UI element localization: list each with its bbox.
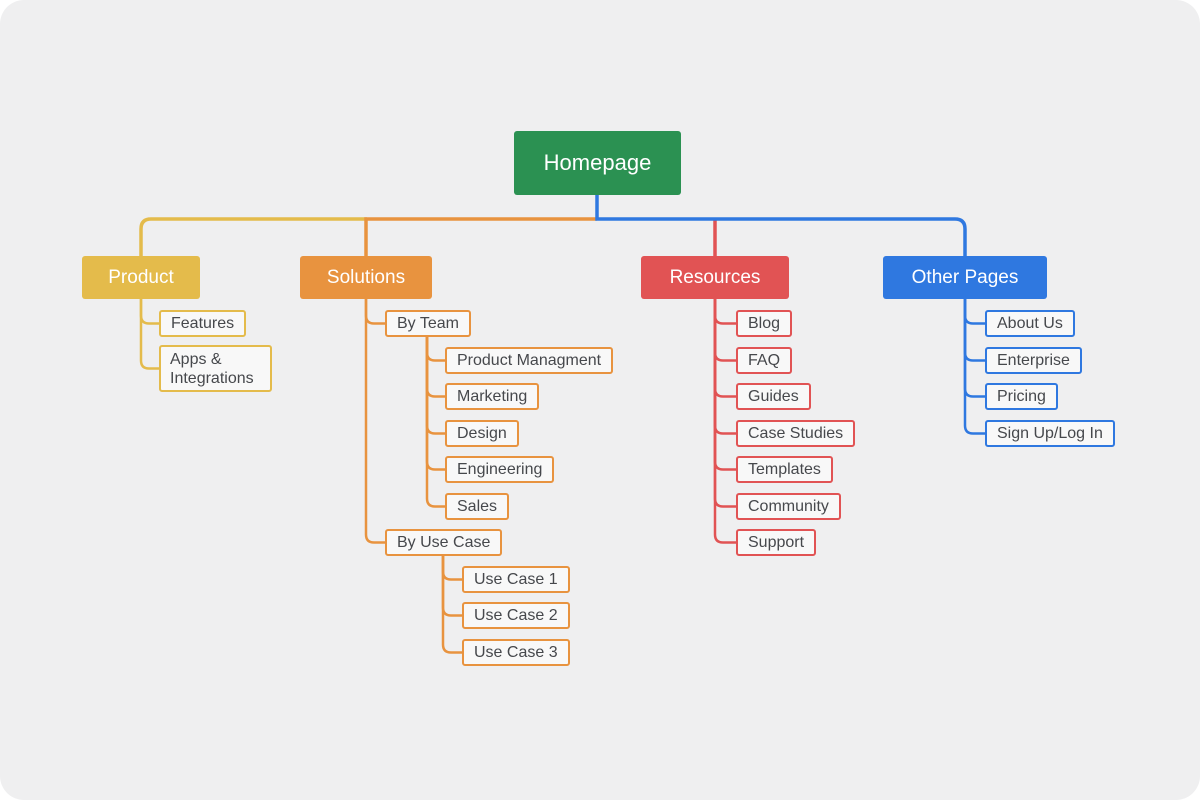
- node-sales[interactable]: Sales: [445, 493, 510, 520]
- node-guides[interactable]: Guides: [736, 383, 811, 410]
- node-community[interactable]: Community: [736, 493, 841, 520]
- connector-other-pages-about-us: [963, 299, 985, 325]
- node-faq[interactable]: FAQ: [736, 347, 793, 374]
- connector-resources-faq: [713, 299, 736, 362]
- node-design[interactable]: Design: [445, 420, 519, 447]
- connector-by-use-case-2: [441, 556, 462, 617]
- connector-homepage-solutions: [364, 217, 597, 256]
- connector-by-team-design: [425, 337, 445, 435]
- node-use-case-1[interactable]: Use Case 1: [462, 566, 570, 593]
- node-apps-integrations[interactable]: Apps & Integrations: [159, 345, 272, 392]
- connector-resources-community: [713, 299, 736, 508]
- connector-product-features: [139, 299, 159, 325]
- node-homepage[interactable]: Homepage: [514, 131, 681, 195]
- connector-product-apps-integrations: [139, 299, 159, 370]
- node-support[interactable]: Support: [736, 529, 817, 556]
- node-by-team[interactable]: By Team: [385, 310, 471, 337]
- connector-other-pages-pricing: [963, 299, 985, 398]
- node-marketing[interactable]: Marketing: [445, 383, 540, 410]
- connector-by-team-sales: [425, 337, 445, 508]
- connector-resources-support: [713, 299, 736, 544]
- connector-by-team-engineering: [425, 337, 445, 471]
- node-product[interactable]: Product: [82, 256, 200, 299]
- node-features[interactable]: Features: [159, 310, 247, 337]
- connector-by-use-case-3: [441, 556, 462, 654]
- node-signup-login[interactable]: Sign Up/Log In: [985, 420, 1115, 447]
- node-case-studies[interactable]: Case Studies: [736, 420, 856, 447]
- node-pricing[interactable]: Pricing: [985, 383, 1058, 410]
- connector-resources-templates: [713, 299, 736, 471]
- connector-by-use-case-1: [441, 556, 462, 581]
- connector-by-team-product-managment: [425, 337, 445, 362]
- node-use-case-2[interactable]: Use Case 2: [462, 602, 570, 629]
- node-engineering[interactable]: Engineering: [445, 456, 555, 483]
- connector-by-team-marketing: [425, 337, 445, 398]
- connector-resources-blog: [713, 299, 736, 325]
- node-by-use-case[interactable]: By Use Case: [385, 529, 503, 556]
- connector-other-pages-enterprise: [963, 299, 985, 362]
- connector-homepage-other-pages: [595, 195, 967, 256]
- node-enterprise[interactable]: Enterprise: [985, 347, 1082, 374]
- node-use-case-3[interactable]: Use Case 3: [462, 639, 570, 666]
- node-templates[interactable]: Templates: [736, 456, 833, 483]
- connector-solutions-by-use-case: [364, 299, 385, 544]
- node-other-pages[interactable]: Other Pages: [883, 256, 1047, 299]
- connector-resources-guides: [713, 299, 736, 398]
- connector-resources-case-studies: [713, 299, 736, 435]
- connector-other-pages-signup-login: [963, 299, 985, 435]
- node-blog[interactable]: Blog: [736, 310, 793, 337]
- node-about-us[interactable]: About Us: [985, 310, 1075, 337]
- node-product-managment[interactable]: Product Managment: [445, 347, 614, 374]
- connector-homepage-product: [139, 217, 367, 256]
- node-solutions[interactable]: Solutions: [300, 256, 432, 299]
- connector-solutions-by-team: [364, 299, 385, 325]
- node-resources[interactable]: Resources: [641, 256, 789, 299]
